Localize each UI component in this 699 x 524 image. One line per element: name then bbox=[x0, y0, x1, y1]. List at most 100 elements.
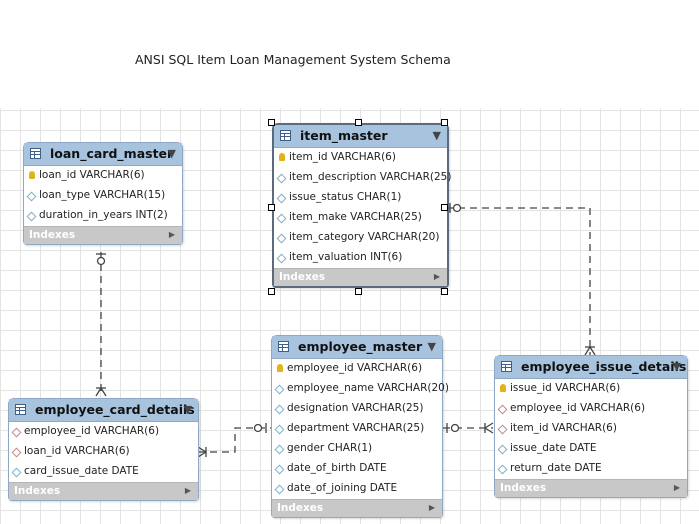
column-row[interactable]: item_valuation INT(6) bbox=[274, 248, 447, 268]
expand-arrow-icon[interactable]: ▶ bbox=[673, 483, 680, 492]
column-row[interactable]: date_of_birth DATE bbox=[272, 459, 442, 479]
zero-marker bbox=[450, 423, 460, 433]
table-header[interactable]: employee_issue_details▼ bbox=[495, 356, 687, 379]
column-text: designation VARCHAR(25) bbox=[287, 402, 424, 414]
column-text: issue_date DATE bbox=[510, 442, 597, 454]
column-text: issue_status CHAR(1) bbox=[289, 191, 402, 203]
primary-key-icon bbox=[29, 171, 35, 179]
column-row[interactable]: item_category VARCHAR(20) bbox=[274, 228, 447, 248]
table-loan-card-master[interactable]: loan_card_master▼loan_id VARCHAR(6)loan_… bbox=[23, 142, 183, 245]
indexes-label: Indexes bbox=[500, 482, 547, 494]
column-row[interactable]: employee_name VARCHAR(20) bbox=[272, 379, 449, 399]
column-text: item_category VARCHAR(20) bbox=[289, 231, 440, 243]
collapse-arrow-icon[interactable]: ▼ bbox=[672, 360, 681, 373]
column-row[interactable]: issue_status CHAR(1) bbox=[274, 188, 447, 208]
attribute-icon bbox=[274, 464, 285, 475]
primary-key-icon bbox=[277, 364, 283, 372]
selection-handle[interactable] bbox=[355, 119, 362, 126]
table-item-master[interactable]: item_master ▼ item_id VARCHAR(6) item_descr… bbox=[272, 123, 451, 288]
zero-marker bbox=[452, 203, 462, 213]
column-row[interactable]: department VARCHAR(25) bbox=[272, 419, 442, 439]
column-text: item_valuation INT(6) bbox=[289, 251, 403, 263]
table-header[interactable]: item_master ▼ bbox=[274, 125, 447, 148]
collapse-arrow-icon[interactable]: ▼ bbox=[183, 403, 192, 416]
table-employee-issue-details[interactable]: employee_issue_details▼issue_id VARCHAR(… bbox=[494, 355, 688, 498]
column-row[interactable]: employee_id VARCHAR(6) bbox=[9, 422, 198, 442]
column-text: date_of_joining DATE bbox=[287, 482, 398, 494]
selection-handle[interactable] bbox=[441, 119, 448, 126]
attribute-icon bbox=[497, 464, 508, 475]
column-row[interactable]: duration_in_years INT(2) bbox=[24, 206, 182, 226]
selection-handle[interactable] bbox=[268, 288, 275, 295]
attribute-icon bbox=[274, 424, 285, 435]
column-row[interactable]: employee_id VARCHAR(6) bbox=[272, 359, 442, 379]
column-text: item_description VARCHAR(25) bbox=[289, 171, 452, 183]
diagram-title: ANSI SQL Item Loan Management System Sch… bbox=[135, 52, 451, 67]
table-employee-master[interactable]: employee_master▼ employee_id VARCHAR(6) em… bbox=[271, 335, 449, 518]
canvas-header-area bbox=[0, 0, 699, 108]
primary-key-icon bbox=[279, 153, 285, 161]
column-text: item_make VARCHAR(25) bbox=[289, 211, 422, 223]
column-row[interactable]: loan_id VARCHAR(6) bbox=[24, 166, 182, 186]
relationship-employee-card bbox=[198, 427, 271, 453]
table-icon bbox=[15, 404, 26, 415]
attribute-icon bbox=[276, 173, 287, 184]
column-text: duration_in_years INT(2) bbox=[39, 209, 168, 221]
column-row[interactable]: employee_id VARCHAR(6) bbox=[495, 399, 687, 419]
column-row[interactable]: loan_type VARCHAR(15) bbox=[24, 186, 182, 206]
selection-handle[interactable] bbox=[441, 288, 448, 295]
selection-handle[interactable] bbox=[268, 204, 275, 211]
selection-handle[interactable] bbox=[441, 204, 448, 211]
column-row[interactable]: gender CHAR(1) bbox=[272, 439, 442, 459]
attribute-icon bbox=[497, 444, 508, 455]
column-row[interactable]: item_description VARCHAR(25) bbox=[274, 168, 451, 188]
table-name: employee_card_details bbox=[35, 402, 195, 417]
column-text: employee_id VARCHAR(6) bbox=[287, 362, 423, 374]
column-row[interactable]: date_of_joining DATE bbox=[272, 479, 442, 499]
table-icon bbox=[278, 341, 289, 352]
column-row[interactable]: item_id VARCHAR(6) bbox=[274, 148, 447, 168]
table-header[interactable]: employee_master▼ bbox=[272, 336, 442, 359]
column-row[interactable]: designation VARCHAR(25) bbox=[272, 399, 442, 419]
indexes-bar[interactable]: Indexes▶ bbox=[24, 226, 182, 244]
selection-handle[interactable] bbox=[355, 288, 362, 295]
attribute-icon bbox=[276, 253, 287, 264]
column-row[interactable]: issue_id VARCHAR(6) bbox=[495, 379, 687, 399]
column-row[interactable]: card_issue_date DATE bbox=[9, 462, 198, 482]
attribute-icon bbox=[274, 484, 285, 495]
indexes-label: Indexes bbox=[277, 502, 324, 514]
attribute-icon bbox=[276, 213, 287, 224]
table-name: item_master bbox=[300, 128, 388, 143]
column-text: return_date DATE bbox=[510, 462, 602, 474]
attribute-icon bbox=[26, 191, 37, 202]
table-header[interactable]: employee_card_details▼ bbox=[9, 399, 198, 422]
selection-handle[interactable] bbox=[268, 119, 275, 126]
collapse-arrow-icon[interactable]: ▼ bbox=[427, 340, 436, 353]
expand-arrow-icon[interactable]: ▶ bbox=[184, 486, 191, 495]
expand-arrow-icon[interactable]: ▶ bbox=[428, 503, 435, 512]
attribute-icon bbox=[276, 193, 287, 204]
expand-arrow-icon[interactable]: ▶ bbox=[168, 230, 175, 239]
expand-arrow-icon[interactable]: ▶ bbox=[433, 272, 440, 281]
column-text: employee_name VARCHAR(20) bbox=[287, 382, 449, 394]
indexes-bar[interactable]: Indexes ▶ bbox=[272, 499, 442, 517]
table-employee-card-details[interactable]: employee_card_details▼employee_id VARCHA… bbox=[8, 398, 199, 501]
foreign-key-icon bbox=[11, 447, 22, 458]
collapse-arrow-icon[interactable]: ▼ bbox=[167, 147, 176, 160]
indexes-bar[interactable]: Indexes ▶ bbox=[495, 479, 687, 497]
indexes-bar[interactable]: Indexes▶ bbox=[274, 268, 447, 286]
column-row[interactable]: loan_id VARCHAR(6) bbox=[9, 442, 198, 462]
attribute-icon bbox=[274, 444, 285, 455]
column-row[interactable]: item_make VARCHAR(25) bbox=[274, 208, 447, 228]
column-text: item_id VARCHAR(6) bbox=[510, 422, 617, 434]
column-row[interactable]: item_id VARCHAR(6) bbox=[495, 419, 687, 439]
foreign-key-icon bbox=[11, 427, 22, 438]
column-text: card_issue_date DATE bbox=[24, 465, 139, 477]
collapse-arrow-icon[interactable]: ▼ bbox=[432, 129, 441, 142]
column-row[interactable]: issue_date DATE bbox=[495, 439, 687, 459]
indexes-bar[interactable]: Indexes▶ bbox=[9, 482, 198, 500]
table-header[interactable]: loan_card_master▼ bbox=[24, 143, 182, 166]
zero-marker bbox=[253, 423, 263, 433]
column-row[interactable]: return_date DATE bbox=[495, 459, 687, 479]
